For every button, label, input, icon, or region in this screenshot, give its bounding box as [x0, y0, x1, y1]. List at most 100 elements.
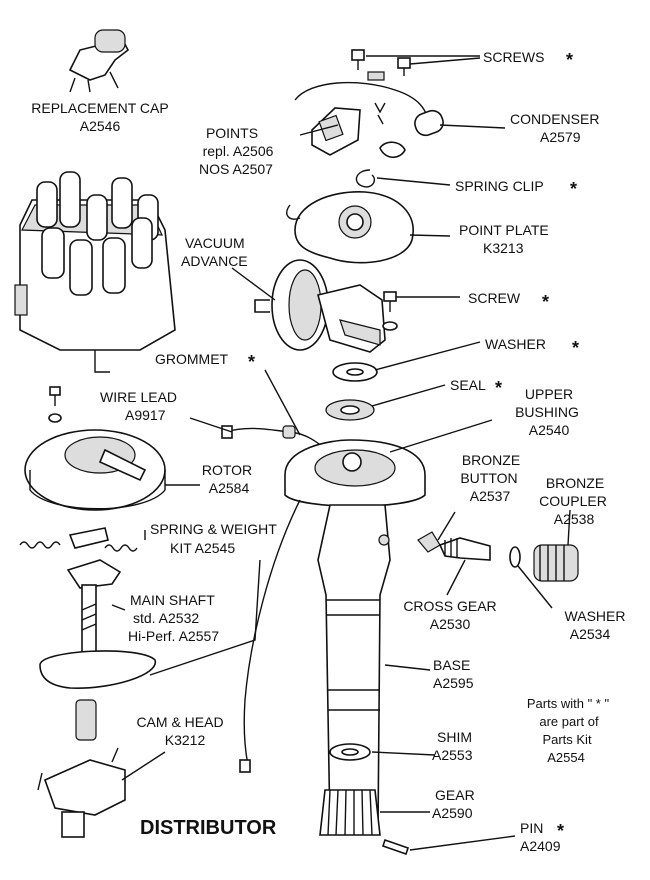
points-condenser-icon — [294, 81, 444, 159]
point-plate-icon — [286, 191, 414, 264]
point-plate-part: K3213 — [483, 240, 524, 256]
label-point-plate: POINT PLATE K3213 — [459, 222, 549, 256]
distributor-cap-icon — [14, 171, 176, 373]
pin-star: * — [557, 821, 564, 841]
rotor-icon — [24, 429, 166, 511]
washer-low-part: A2534 — [570, 626, 611, 642]
label-base: BASE A2595 — [433, 657, 474, 691]
points-name: POINTS — [206, 125, 258, 141]
washer-lower-icon — [509, 546, 521, 568]
label-grommet: GROMMET * — [155, 351, 255, 372]
vacuum-advance-icon — [254, 259, 386, 353]
label-cam-head: CAM & HEAD K3212 — [136, 714, 223, 748]
label-washer-top: WASHER * — [485, 336, 579, 358]
main-shaft-line2: std. A2532 — [133, 610, 199, 626]
replacement-cap-icon — [68, 29, 130, 93]
condenser-part: A2579 — [540, 129, 581, 145]
cross-gear-icon — [438, 537, 491, 561]
screw-star: * — [542, 292, 549, 312]
spring-clip-icon — [355, 169, 376, 188]
label-wire-lead: WIRE LEAD A9917 — [100, 389, 177, 423]
bronze-coupler-part: A2538 — [554, 511, 595, 527]
grommet-name: GROMMET — [155, 351, 229, 367]
label-bronze-coupler: BRONZE COUPLER A2538 — [539, 475, 607, 527]
parts-kit-line1: Parts with " * " — [527, 696, 610, 711]
label-rotor: ROTOR A2584 — [202, 462, 252, 496]
label-spring-weight: SPRING & WEIGHT KIT A2545 — [150, 521, 277, 556]
diagram-title: DISTRIBUTOR — [140, 817, 277, 839]
screw-name: SCREW — [468, 290, 521, 306]
gear-name: GEAR — [435, 787, 475, 803]
wire-lead-part: A9917 — [125, 407, 166, 423]
gear-part: A2590 — [432, 805, 473, 821]
main-shaft-line1: MAIN SHAFT — [130, 592, 215, 608]
label-spring-clip: SPRING CLIP * — [455, 178, 577, 199]
screws-name: SCREWS — [483, 49, 544, 65]
spring-weight-icon — [19, 527, 138, 552]
cam-head-part: K3212 — [165, 732, 206, 748]
label-vacuum-advance: VACUUM ADVANCE — [181, 235, 248, 269]
vacuum-advance-line1: VACUUM — [185, 235, 245, 251]
upper-bushing-line1: UPPER — [525, 386, 573, 402]
spring-weight-line2: KIT A2545 — [170, 540, 235, 556]
seal-icon — [325, 399, 375, 421]
small-screw-left-icon — [48, 386, 62, 423]
base-name: BASE — [433, 657, 470, 673]
label-condenser: CONDENSER A2579 — [510, 111, 599, 145]
bronze-button-line1: BRONZE — [462, 452, 520, 468]
shim-icon — [329, 743, 371, 761]
cross-gear-part: A2530 — [430, 616, 471, 632]
screws-star: * — [566, 50, 573, 70]
vacuum-advance-line2: ADVANCE — [181, 253, 248, 269]
spring-clip-name: SPRING CLIP — [455, 178, 544, 194]
label-bronze-button: BRONZE BUTTON A2537 — [460, 452, 520, 504]
long-wire-icon — [239, 499, 301, 773]
label-parts-kit-note: Parts with " * " are part of Parts Kit A… — [527, 696, 610, 765]
label-shim: SHIM A2553 — [432, 729, 473, 763]
rotor-part: A2584 — [209, 480, 250, 496]
main-shaft-line3: Hi-Perf. A2557 — [128, 628, 219, 644]
rotor-name: ROTOR — [202, 462, 252, 478]
replacement-cap-name: REPLACEMENT CAP — [31, 100, 168, 116]
cross-gear-name: CROSS GEAR — [403, 598, 496, 614]
shim-name: SHIM — [437, 729, 472, 745]
washer-top-name: WASHER — [485, 336, 546, 352]
label-points: POINTS repl. A2506 NOS A2507 — [199, 125, 274, 177]
parts-kit-line4: A2554 — [547, 750, 585, 765]
leader-lines — [111, 55, 571, 851]
label-cross-gear: CROSS GEAR A2530 — [403, 598, 496, 632]
label-pin: PIN * A2409 — [520, 820, 564, 854]
parts-kit-line3: Parts Kit — [542, 732, 592, 747]
wire-lead-name: WIRE LEAD — [100, 389, 177, 405]
replacement-cap-part: A2546 — [80, 118, 121, 134]
cam-head-icon — [37, 747, 126, 838]
points-nos: NOS A2507 — [199, 161, 273, 177]
label-seal: SEAL * — [450, 377, 502, 398]
spring-clip-star: * — [570, 179, 577, 199]
upper-bushing-part: A2540 — [529, 422, 570, 438]
washer-low-name: WASHER — [565, 608, 626, 624]
washer-icon — [332, 362, 378, 382]
label-upper-bushing: UPPER BUSHING A2540 — [515, 386, 579, 438]
cam-head-name: CAM & HEAD — [136, 714, 223, 730]
label-screws: SCREWS * — [483, 49, 573, 70]
seal-name: SEAL — [450, 377, 486, 393]
label-gear: GEAR A2590 — [432, 787, 475, 821]
label-screw: SCREW * — [468, 290, 549, 312]
screws-icon — [351, 49, 411, 81]
bronze-coupler-icon — [533, 544, 579, 582]
spring-weight-line1: SPRING & WEIGHT — [150, 521, 277, 537]
washer-top-star: * — [572, 338, 579, 358]
shim-part: A2553 — [432, 747, 473, 763]
label-main-shaft: MAIN SHAFT std. A2532 Hi-Perf. A2557 — [128, 592, 219, 644]
bronze-coupler-line1: BRONZE — [546, 475, 604, 491]
points-repl: repl. A2506 — [203, 143, 274, 159]
label-washer-low: WASHER A2534 — [565, 608, 626, 642]
bronze-button-line2: BUTTON — [460, 470, 517, 486]
bronze-button-part: A2537 — [470, 488, 511, 504]
main-shaft-icon — [39, 559, 156, 741]
base-part: A2595 — [433, 675, 474, 691]
seal-star: * — [495, 378, 502, 398]
bronze-button-icon — [417, 531, 441, 553]
